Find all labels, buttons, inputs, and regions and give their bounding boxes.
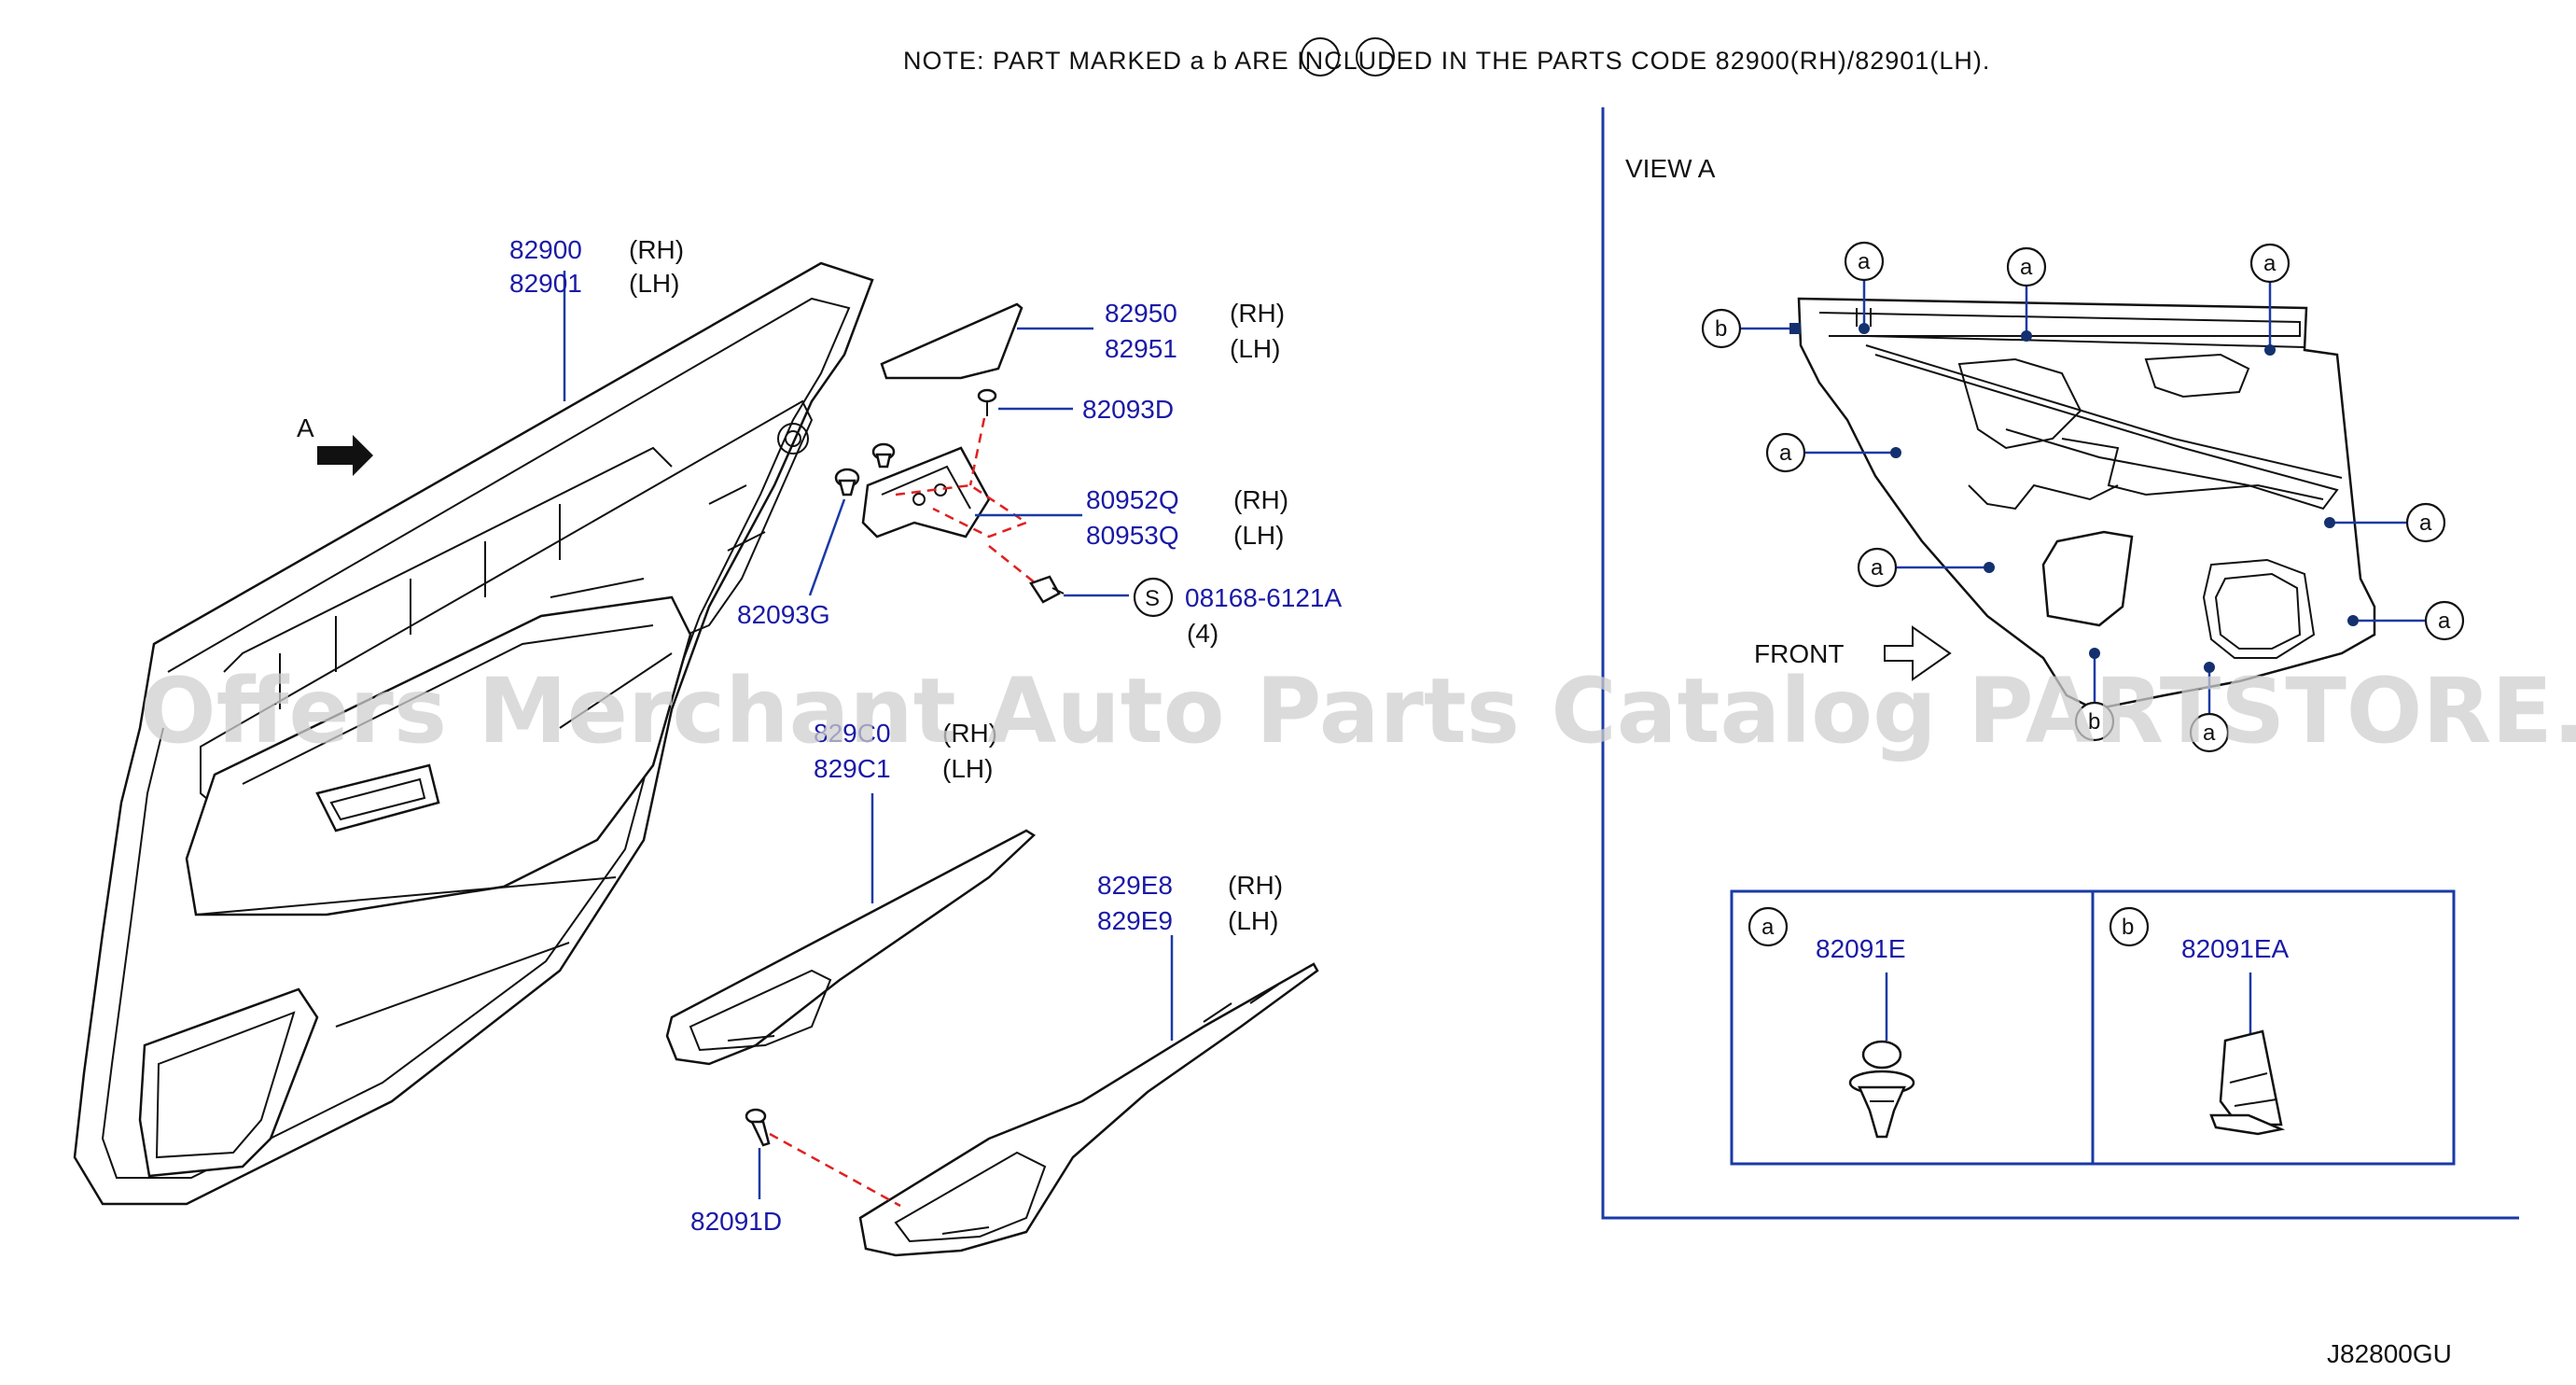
clip-82093G-icon[interactable] (834, 442, 896, 497)
label-82091EA[interactable]: 82091EA (2181, 934, 2290, 963)
side-80953Q: (LH) (1233, 521, 1284, 550)
svg-text:a: a (2438, 609, 2451, 634)
side-82901: (LH) (629, 269, 679, 298)
dashed-guide-3 (988, 545, 1037, 584)
note-circle-b (1356, 37, 1395, 77)
svg-text:a: a (1779, 441, 1792, 466)
clip-legend: a b (1730, 889, 2456, 1166)
label-82901[interactable]: 82901 (509, 269, 582, 298)
label-829E9[interactable]: 829E9 (1097, 906, 1173, 935)
screw-82093D-icon[interactable] (977, 388, 997, 416)
svg-text:a: a (2020, 255, 2033, 280)
part-82950-strip[interactable] (880, 302, 1023, 380)
dashed-guide-1 (968, 417, 986, 486)
label-80952Q[interactable]: 80952Q (1086, 485, 1179, 514)
label-80953Q[interactable]: 80953Q (1086, 521, 1179, 550)
side-82900: (RH) (629, 235, 684, 264)
diagram-code: J82800GU (2327, 1339, 2452, 1368)
door-trim-panel[interactable] (73, 261, 874, 1206)
svg-text:a: a (1858, 249, 1871, 274)
qty-08168: (4) (1187, 619, 1218, 648)
svg-text:b: b (1715, 316, 1727, 342)
clip-82091E-icon[interactable] (1848, 1040, 1915, 1139)
view-a-frame (1601, 107, 2519, 1220)
view-a-callouts: a a a b a a a a b a (1701, 241, 2465, 753)
svg-text:a: a (1761, 915, 1775, 940)
svg-text:a: a (1871, 555, 1884, 581)
side-82950: (RH) (1230, 299, 1285, 328)
side-80952Q: (RH) (1233, 485, 1288, 514)
label-82091E[interactable]: 82091E (1816, 934, 1906, 963)
front-label: FRONT (1754, 639, 1844, 668)
label-829E8[interactable]: 829E8 (1097, 871, 1173, 900)
note-circle-a (1301, 37, 1340, 77)
label-82093D[interactable]: 82093D (1082, 395, 1174, 424)
side-829E9: (LH) (1228, 906, 1278, 935)
leader-82093G (808, 498, 846, 596)
note-text: NOTE: PART MARKED a b ARE INCLUDED IN TH… (903, 47, 1990, 75)
view-a-title: VIEW A (1625, 154, 1716, 183)
svg-text:b: b (2122, 915, 2134, 940)
part-829C0-finisher[interactable] (665, 829, 1037, 1066)
svg-text:a: a (2263, 251, 2277, 276)
label-829C0[interactable]: 829C0 (814, 719, 891, 748)
view-arrow-label: A (297, 413, 314, 442)
clip-82091EA-icon[interactable] (2209, 1029, 2286, 1136)
label-82091D[interactable]: 82091D (690, 1207, 782, 1236)
side-829E8: (RH) (1228, 871, 1283, 900)
dashed-guide-2 (895, 483, 1029, 539)
dashed-guide-4 (769, 1132, 901, 1208)
bolt-08168-icon[interactable] (1029, 575, 1065, 604)
label-82951[interactable]: 82951 (1105, 334, 1177, 363)
side-82951: (LH) (1230, 334, 1280, 363)
svg-text:a: a (2203, 720, 2216, 746)
view-a-arrow-icon (317, 435, 373, 476)
label-82093G[interactable]: 82093G (737, 600, 830, 629)
door-panel-rear-view[interactable] (1797, 297, 2376, 711)
watermark-text: Offers Merchant Auto Parts Catalog PARTS… (140, 659, 2576, 763)
label-82950[interactable]: 82950 (1105, 299, 1177, 328)
label-82900[interactable]: 82900 (509, 235, 582, 264)
side-829C0: (RH) (942, 719, 997, 748)
label-829C1[interactable]: 829C1 (814, 754, 891, 783)
front-arrow-icon (1884, 625, 1952, 681)
side-829C1: (LH) (942, 754, 993, 783)
svg-text:a: a (2419, 511, 2432, 536)
circle-s (1133, 577, 1174, 618)
bracket-80952Q[interactable] (861, 446, 991, 539)
screw-82091D-icon[interactable] (745, 1108, 771, 1147)
label-08168[interactable]: 08168-6121A (1185, 583, 1342, 612)
svg-text:b: b (2088, 709, 2100, 734)
part-829E8-armrest[interactable] (858, 962, 1319, 1257)
circle-s-letter: S (1145, 586, 1160, 611)
